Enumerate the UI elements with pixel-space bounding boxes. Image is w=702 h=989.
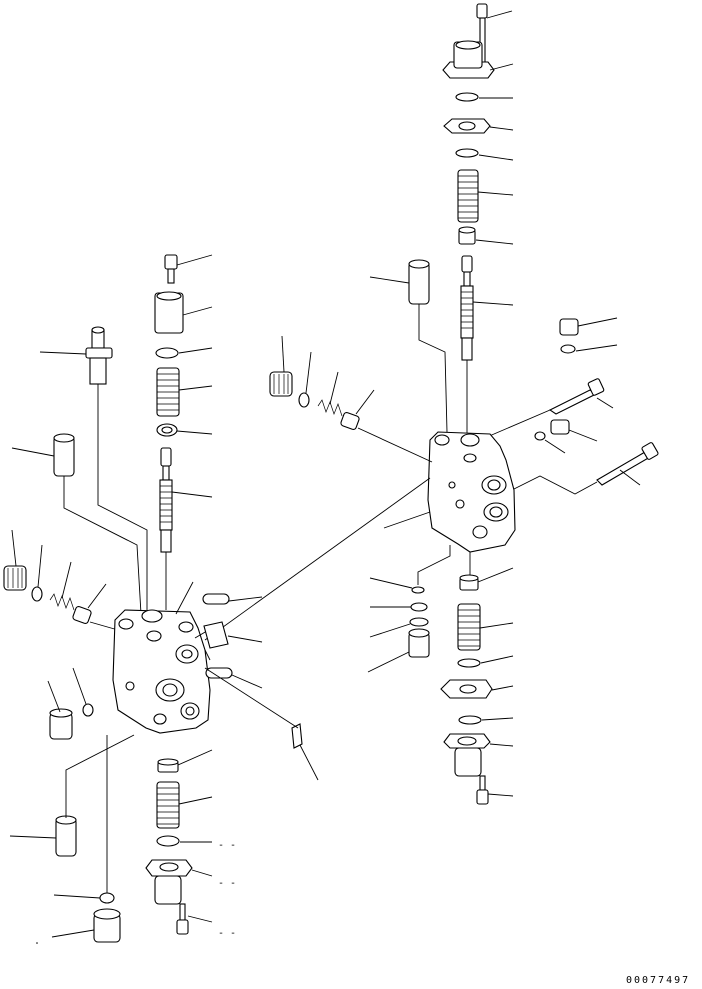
right-long-bolt-2: [511, 442, 659, 495]
right-piston: [369, 259, 448, 433]
left-gasket-1: [202, 593, 263, 605]
right-retainer: [458, 226, 514, 245]
left-bottom-retainer: [157, 749, 213, 773]
right-side-plug: [559, 317, 618, 336]
right-plug-2: [534, 419, 598, 454]
right-bottom-oring-2: [458, 715, 514, 725]
mid-plug: [269, 335, 293, 397]
left-bottom-spring: [156, 781, 213, 829]
right-bottom-plate: [440, 679, 514, 699]
left-spool: [159, 447, 213, 610]
left-bottom-oring: [156, 835, 212, 847]
left-top-cover: [154, 291, 213, 334]
mid-oring: [298, 351, 312, 408]
right-plate: [443, 118, 514, 134]
left-bottom-bolt: [176, 903, 213, 935]
right-small-oring-1: [369, 577, 425, 594]
left-valve-body: [112, 581, 213, 734]
left-piston: [11, 433, 142, 615]
right-bottom-retainer: [459, 567, 514, 591]
right-small-oring-2: [370, 602, 428, 612]
left-sensor: [39, 326, 148, 610]
right-oring-1: [455, 92, 513, 102]
left-gasket-3: [205, 667, 263, 689]
left-nameplate: [204, 667, 319, 781]
right-oring-2: [455, 148, 514, 161]
left-gasket-2: [203, 621, 263, 649]
cross-leader: [204, 477, 431, 641]
drawing-number: 00077497: [626, 975, 691, 986]
right-valve-body: [383, 431, 516, 585]
mid-poppet: [340, 389, 433, 463]
right-bottom-oring-1: [457, 655, 514, 668]
left-retainer: [156, 423, 213, 437]
dash-marker-2: - -: [218, 878, 237, 889]
right-small-oring-3: [369, 617, 429, 638]
stray-dot: [36, 942, 38, 944]
left-bottom-cover: [145, 859, 213, 905]
left-lower-plug: [51, 908, 121, 943]
mid-spring: [317, 371, 343, 417]
right-top-cover: [442, 40, 514, 79]
left-side-poppet: [72, 583, 119, 631]
left-check-plug: [47, 667, 94, 740]
left-spring-1: [156, 367, 213, 417]
left-side-oring: [31, 544, 43, 602]
left-side-spring: [49, 561, 75, 611]
right-bottom-spring: [457, 603, 514, 651]
right-long-bolt-1: [479, 378, 614, 441]
right-bottom-bolt: [476, 775, 514, 805]
right-bottom-cover: [443, 733, 514, 777]
dash-marker-1: - -: [218, 840, 237, 851]
right-side-plug-oring: [560, 344, 618, 354]
right-spool: [460, 255, 514, 435]
left-lower-piston: [9, 734, 135, 857]
left-oring-1: [155, 347, 213, 359]
left-lower-oring: [53, 735, 115, 904]
right-spring-1: [457, 169, 514, 223]
dash-marker-3: - -: [218, 928, 237, 939]
right-check-plug: [367, 628, 430, 673]
left-side-plug: [3, 529, 27, 591]
left-top-bolt: [164, 254, 213, 284]
